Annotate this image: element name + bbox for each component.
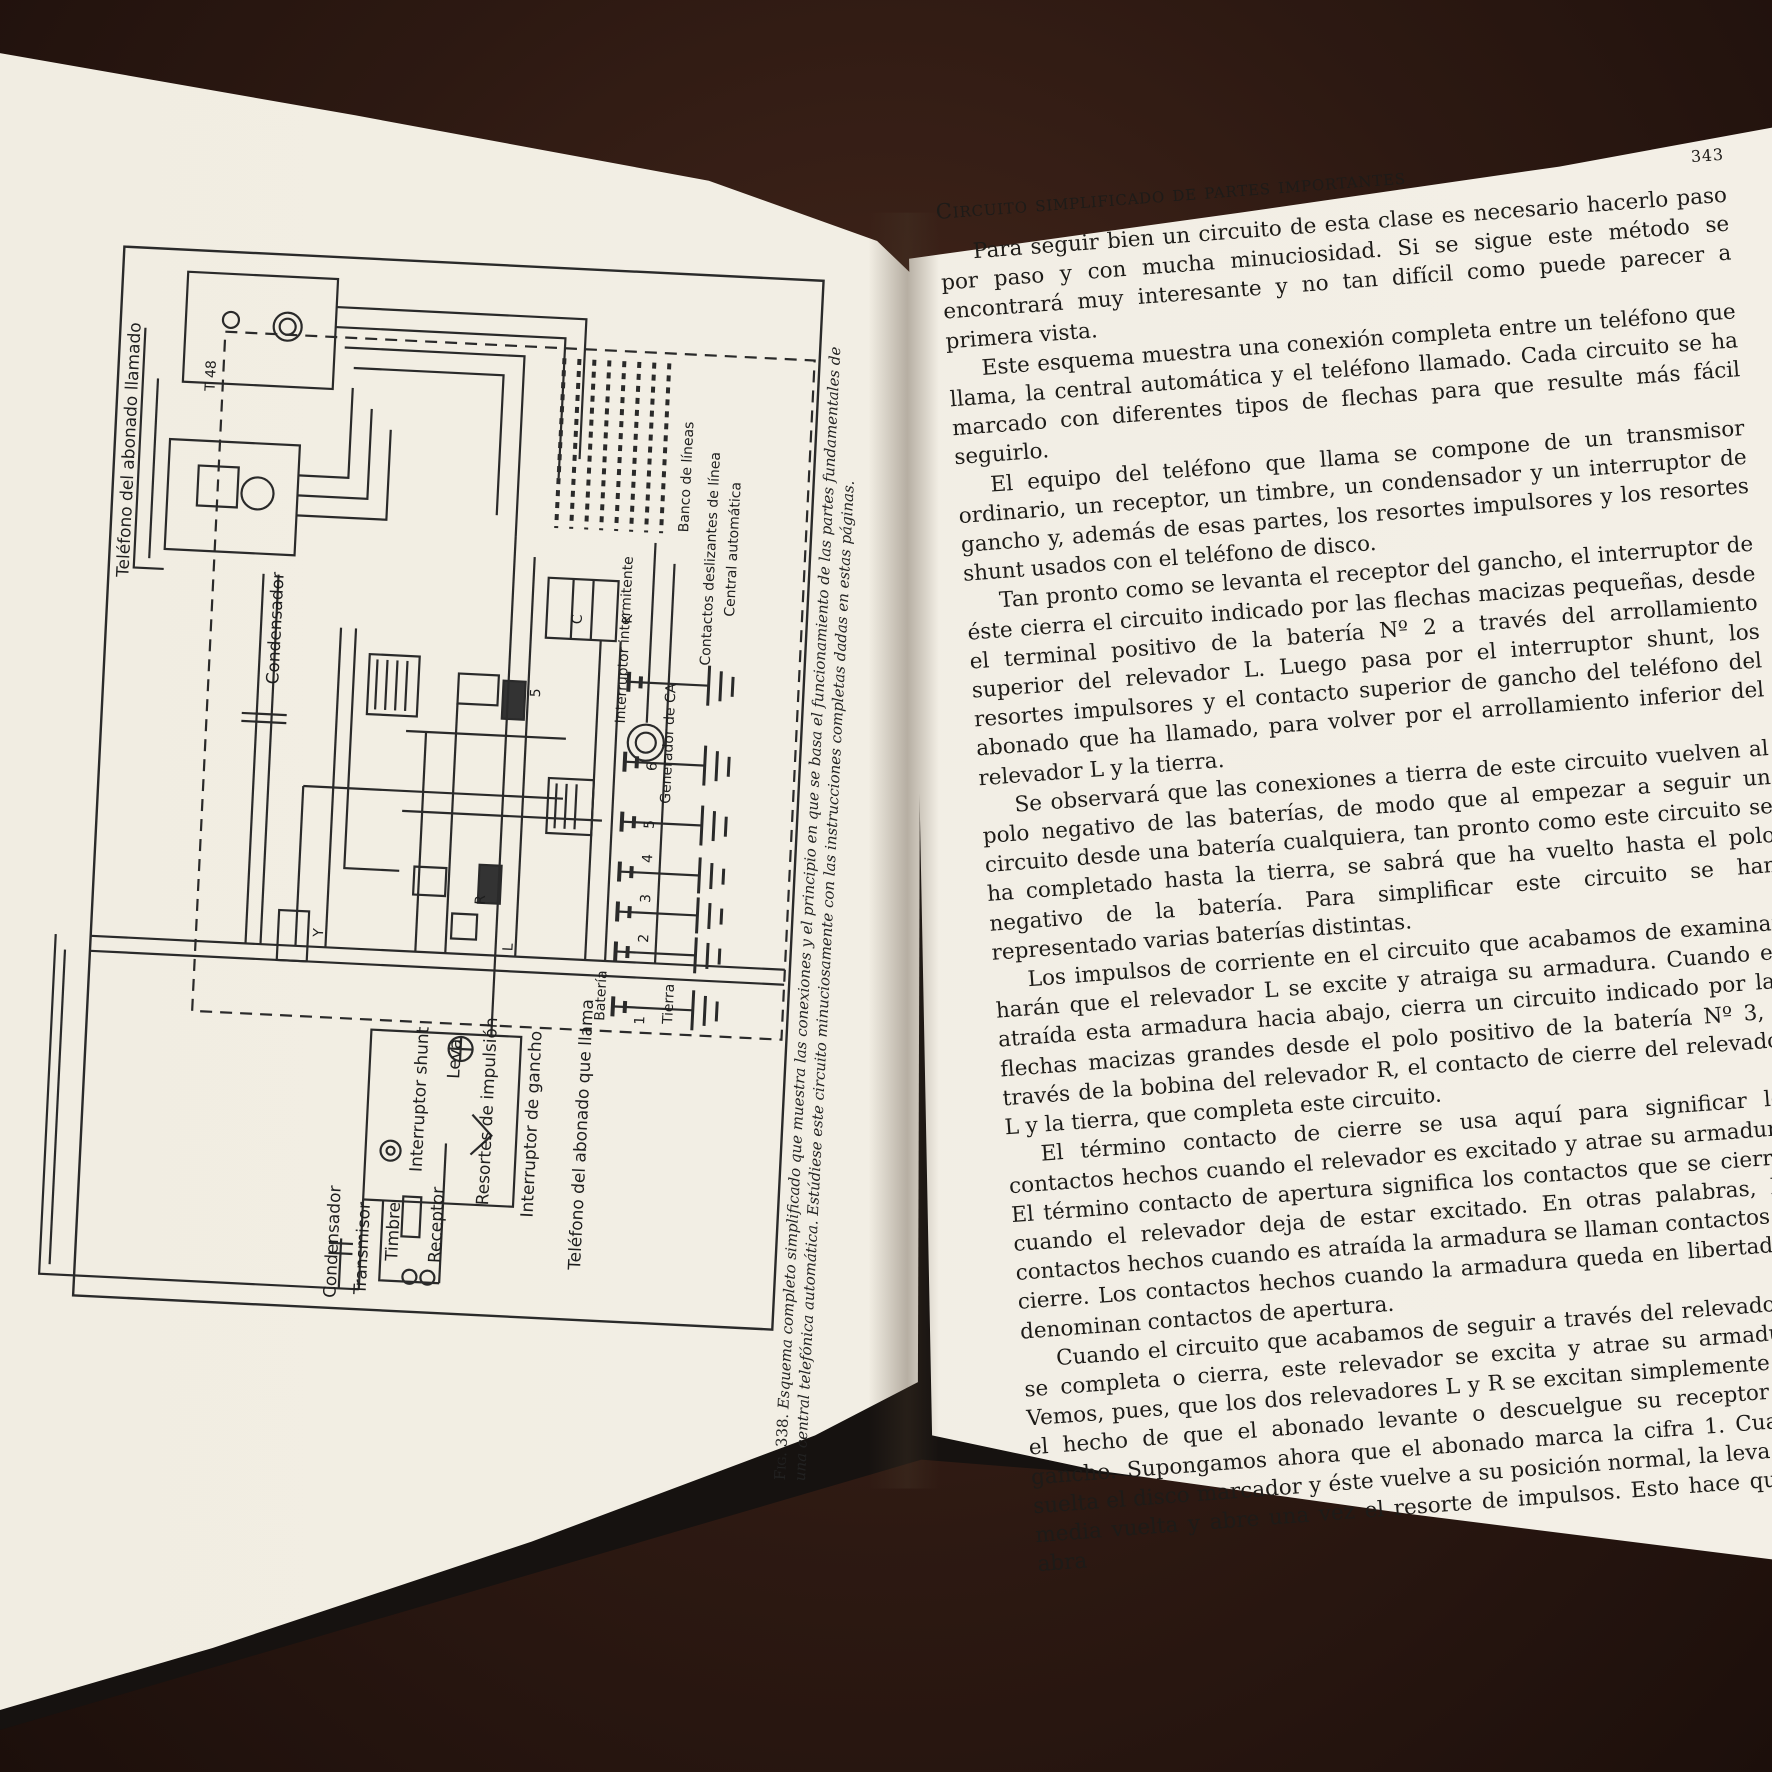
label-num-2: 2 [636,933,653,944]
label-t48: T 48 [202,359,220,392]
circuit-diagram [37,245,825,1331]
label-num-4: 4 [639,853,657,864]
label-tierra: Tierra [660,983,679,1025]
label-receptor: Receptor [425,1186,449,1264]
label-relay-c: C [569,614,586,625]
label-num-5b: 5 [641,819,659,830]
label-relay-r: R [472,894,490,906]
label-num-6: 6 [644,761,661,772]
label-leva: Leva [444,1038,467,1080]
right-page-text: Circuito simplificado de partes importan… [935,141,1772,1580]
label-num-3: 3 [637,893,655,904]
figure-number: Fig. 338. [770,1413,793,1481]
label-num-5: 5 [527,687,545,698]
label-num-1: 1 [632,1015,649,1026]
page-number: 343 [1690,144,1725,167]
circuit-figure: Teléfono del abonado llamado T 48 Conden… [0,232,889,1482]
label-relay-y: Y [310,928,328,938]
label-timbre: Timbre [382,1201,406,1262]
label-relay-k: K [619,614,637,625]
label-relay-l: L [500,943,517,952]
